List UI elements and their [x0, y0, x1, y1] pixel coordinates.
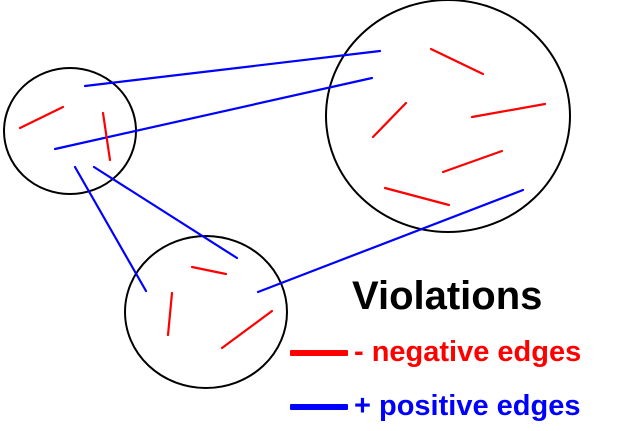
- positive-edge: [53, 76, 374, 151]
- positive-edge-swatch: [290, 403, 348, 410]
- negative-edge: [190, 265, 228, 276]
- cluster-right: [325, 0, 571, 233]
- negative-edge: [166, 291, 174, 337]
- negative-edge: [441, 149, 504, 174]
- negative-edge: [18, 105, 65, 130]
- cluster-left: [3, 67, 137, 195]
- legend-title: Violations: [352, 274, 543, 318]
- legend-positive: + positive edges: [290, 392, 580, 421]
- negative-edge: [220, 309, 274, 350]
- positive-edge: [256, 188, 525, 294]
- positive-edge: [92, 165, 239, 260]
- negative-edges: [18, 47, 547, 350]
- positive-edge: [73, 165, 148, 293]
- legend-negative: - negative edges: [290, 338, 581, 367]
- negative-edge: [371, 101, 408, 139]
- positive-edges: [53, 49, 525, 294]
- negative-edges-label: - negative edges: [354, 336, 582, 368]
- negative-edge: [101, 111, 112, 162]
- cluster-bottom: [124, 235, 288, 389]
- negative-edge: [429, 47, 485, 76]
- positive-edge: [83, 49, 382, 88]
- negative-edge: [470, 102, 547, 119]
- positive-edges-label: + positive edges: [354, 390, 581, 422]
- negative-edge-swatch: [290, 349, 348, 356]
- negative-edge: [383, 186, 451, 207]
